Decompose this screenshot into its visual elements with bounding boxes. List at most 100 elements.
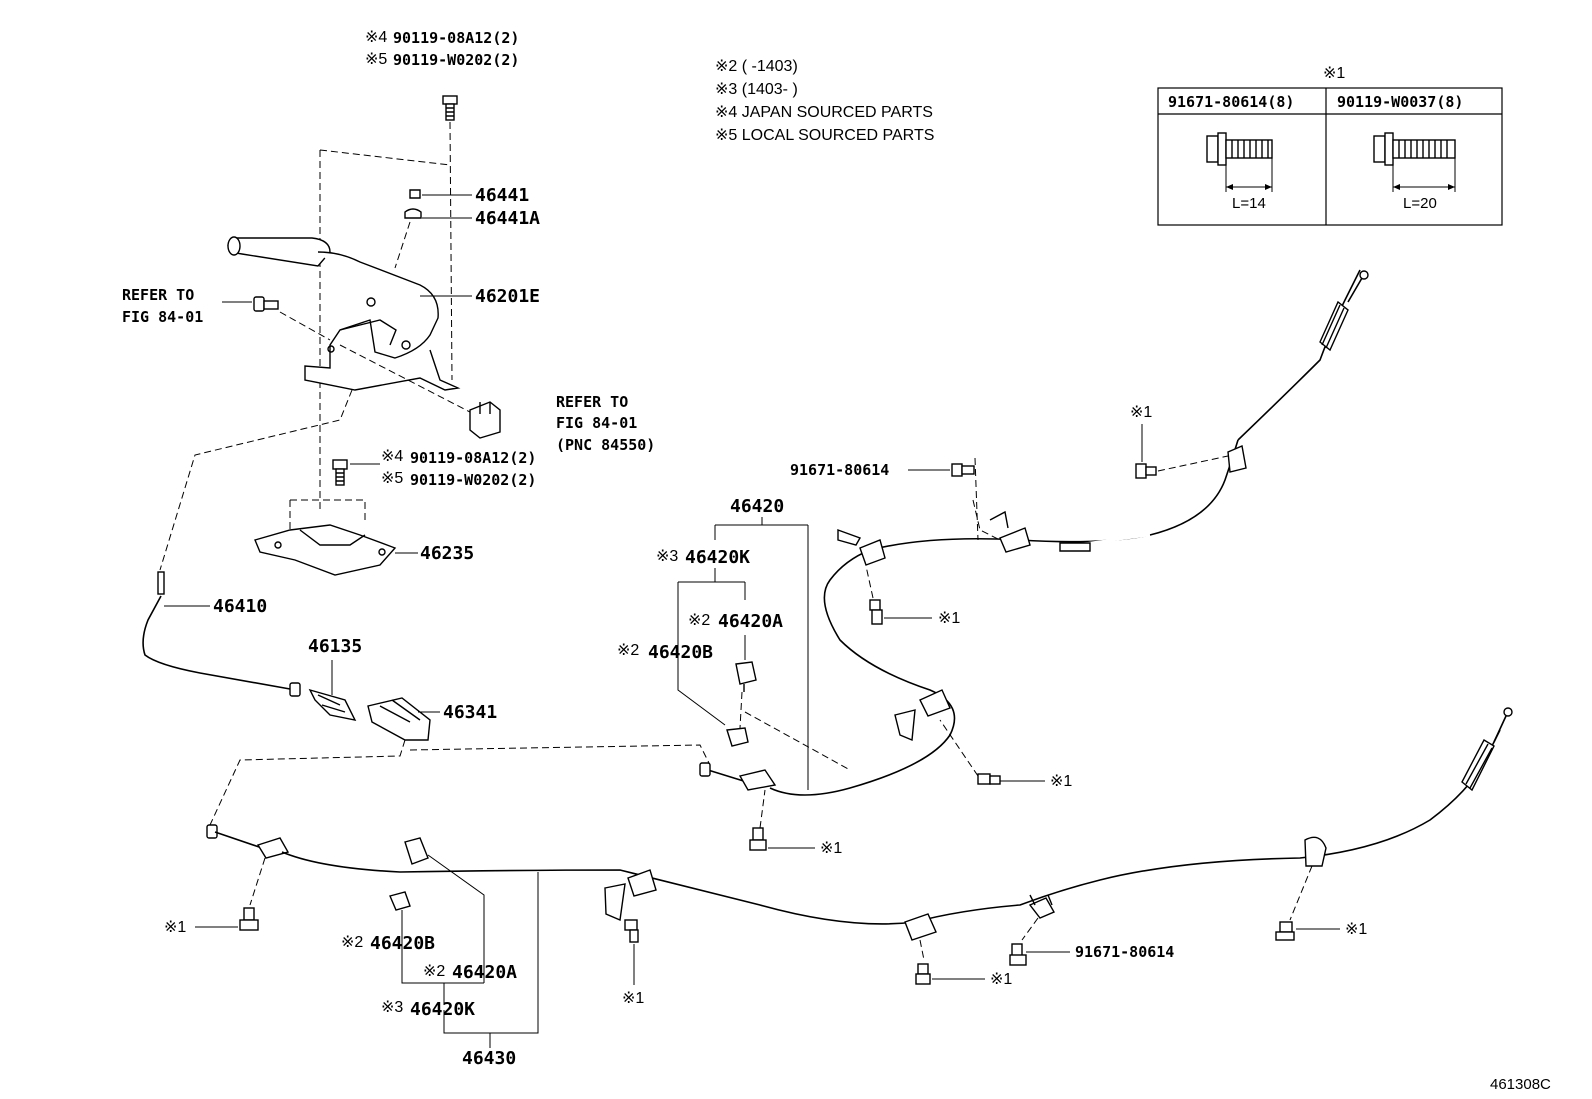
cable-clamp [627, 869, 657, 897]
label-46135: 46135 [308, 636, 362, 657]
label-bolt-mid-local: 90119-W0202(2) [410, 471, 536, 489]
mark-5-top: ※5 [365, 51, 387, 68]
clip-46441 [409, 189, 421, 199]
mark-3-upper: ※3 [656, 548, 678, 565]
label-46420B-upper: 46420B [648, 642, 713, 663]
legend-frame [1157, 87, 1503, 226]
mark-1: ※1 [622, 990, 644, 1007]
top-bolt-callout: ※4 90119-08A12(2) ※5 90119-W0202(2) [365, 29, 519, 381]
label-refer-right-a: REFER TO [556, 393, 628, 411]
mark-1: ※1 [990, 971, 1012, 988]
mid-bolt-callout: ※4 90119-08A12(2) ※5 90119-W0202(2) [332, 448, 536, 489]
cable-clamp [859, 539, 886, 566]
cable-clamp [999, 527, 1031, 553]
note-4: ※4 JAPAN SOURCED PARTS [715, 104, 933, 121]
label-46410: 46410 [213, 596, 267, 617]
mark-4-top: ※4 [365, 29, 387, 46]
label-46420K-lower: 46420K [410, 999, 475, 1020]
note-3: ※3 (1403- ) [715, 81, 798, 98]
note-5: ※5 LOCAL SOURCED PARTS [715, 127, 934, 144]
equalizer-yoke-46341 [367, 697, 440, 741]
mark-2-lower-b: ※2 [341, 934, 363, 951]
mark-2-upper-b: ※2 [617, 642, 639, 659]
mark-1: ※1 [820, 840, 842, 857]
mark-1: ※1 [1130, 404, 1152, 421]
label-bolt-top-japan: 90119-08A12(2) [393, 29, 519, 47]
bolt-mark1-top-right: ※1 [1130, 404, 1229, 479]
bolt-legend-table: ※1 91671-80614(8) 90119-W0037(8) L=14 [1157, 65, 1503, 226]
bolt-mark1-lower-left: ※1 [164, 857, 266, 936]
clip-46441A [404, 208, 422, 219]
label-bolt-top-local: 90119-W0202(2) [393, 51, 519, 69]
label-refer-left-a: REFER TO [122, 286, 194, 304]
bolt-mark1-lower-right-a: ※1 [915, 939, 1012, 988]
flange-bolt-l20-icon [1373, 132, 1456, 192]
bolt-mark1-right-mid: ※1 [939, 719, 1072, 790]
lever-bracket-46235 [254, 499, 418, 576]
label-46430: 46430 [462, 1048, 516, 1069]
label-46420: 46420 [730, 496, 784, 517]
rear-cable-left-46430 [206, 707, 1513, 941]
bracket-46420 [714, 517, 809, 790]
mark-2-upper-a: ※2 [688, 612, 710, 629]
bracket-46430 [401, 854, 539, 1048]
bolt-91671-lower [1009, 917, 1070, 966]
cable-clamp [1028, 897, 1055, 919]
front-cable-46410 [142, 389, 353, 697]
clip-46420B-upper [726, 727, 749, 747]
mark-3-lower: ※3 [381, 999, 403, 1016]
legend-col1-part: 91671-80614(8) [1168, 93, 1294, 111]
label-91671-lower: 91671-80614 [1075, 943, 1174, 961]
figure-code: 461308C [1490, 1076, 1551, 1093]
label-46420K-upper: 46420K [685, 547, 750, 568]
label-46235: 46235 [420, 543, 474, 564]
mark-5-mid: ※5 [381, 470, 403, 487]
bolt-mark1-lower-right-b: ※1 [1275, 865, 1367, 941]
legend-mark: ※1 [1323, 65, 1345, 82]
label-refer-left-b: FIG 84-01 [122, 308, 203, 326]
bolt-icon [332, 459, 348, 486]
mark-1: ※1 [1345, 921, 1367, 938]
clip-46420A-upper [735, 661, 757, 692]
label-46420A-lower: 46420A [452, 962, 517, 983]
legend-col2-part: 90119-W0037(8) [1337, 93, 1463, 111]
note-2: ※2 ( -1403) [715, 58, 798, 75]
label-refer-right-b: FIG 84-01 [556, 414, 637, 432]
flange-bolt-l14-icon [1206, 132, 1273, 192]
cable-clamp [1304, 836, 1327, 867]
label-46441A: 46441A [475, 208, 540, 229]
bracket-46420K-upper [677, 568, 746, 726]
mark-1: ※1 [164, 919, 186, 936]
legend-col1-length: L=14 [1232, 195, 1266, 212]
switch-bracket-icon [469, 401, 501, 439]
bolt-91671-upper [908, 457, 1001, 541]
cable-clamp [1227, 445, 1247, 473]
clip-46420A-lower [404, 837, 429, 865]
parking-brake-lever-46201E [227, 149, 472, 510]
label-91671-upper: 91671-80614 [790, 461, 889, 479]
notes-block: ※2 ( -1403) ※3 (1403- ) ※4 JAPAN SOURCED… [715, 58, 934, 144]
mark-1: ※1 [938, 610, 960, 627]
bolt-mark1-lower-mid: ※1 [749, 789, 842, 857]
mark-1: ※1 [1050, 773, 1072, 790]
label-46420B-lower: 46420B [370, 933, 435, 954]
cable-clamp [904, 913, 937, 941]
refer-left: REFER TO FIG 84-01 [122, 286, 331, 341]
label-refer-right-c: (PNC 84550) [556, 436, 655, 454]
bolt-mark1-mid: ※1 [865, 565, 960, 627]
label-46441: 46441 [475, 185, 529, 206]
label-46201E: 46201E [475, 286, 540, 307]
bolt-icon [442, 95, 458, 121]
label-bolt-mid-japan: 90119-08A12(2) [410, 449, 536, 467]
cable-clamp [919, 689, 951, 717]
mark-4-mid: ※4 [381, 448, 403, 465]
clip-46420B-lower [389, 891, 411, 911]
screw-icon [253, 296, 279, 312]
legend-col2-length: L=20 [1403, 195, 1437, 212]
refer-right: REFER TO FIG 84-01 (PNC 84550) [339, 344, 655, 454]
bolt-mark1-lower-center: ※1 [622, 919, 644, 1007]
mark-2-lower-a: ※2 [423, 963, 445, 980]
label-46341: 46341 [443, 702, 497, 723]
rear-cable-right-46420 [699, 269, 1369, 796]
